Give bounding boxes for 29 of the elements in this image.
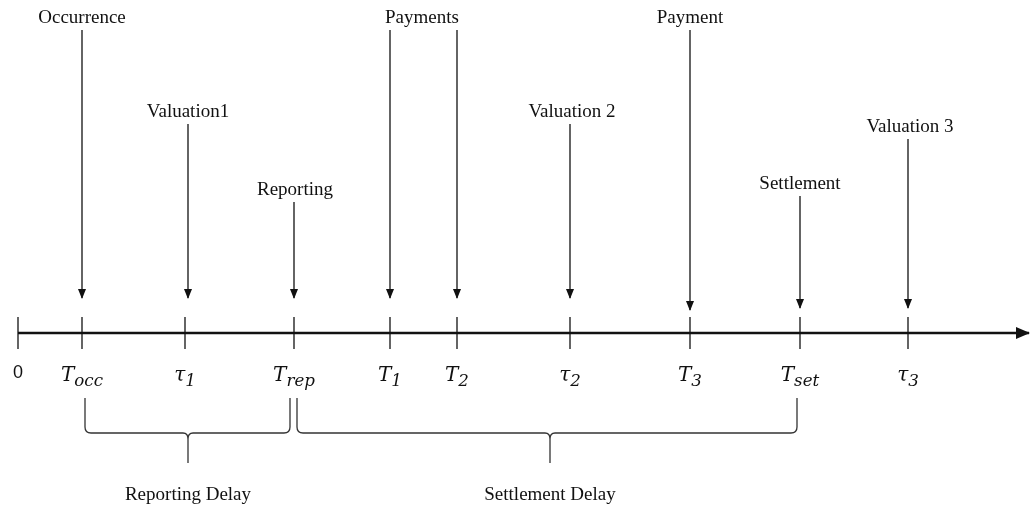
tick-label: T$_{1}$ xyxy=(378,362,402,392)
event-label: Valuation 2 xyxy=(528,100,616,122)
arrow xyxy=(290,201,298,299)
arrow xyxy=(184,123,192,299)
arrow xyxy=(386,29,394,299)
event-label: Payment xyxy=(656,6,724,28)
arrow xyxy=(566,123,574,299)
tick-label: τ$_{3}$ xyxy=(897,362,919,392)
event-label: Settlement xyxy=(759,172,841,194)
tick-label: τ$_{2}$ xyxy=(559,362,581,392)
arrow xyxy=(686,29,694,311)
event-label: Occurrence xyxy=(38,6,126,28)
tick-label: T$_{rep}$ xyxy=(273,362,315,392)
brace-label: Settlement Delay xyxy=(484,482,616,506)
tick-label: T$_{2}$ xyxy=(445,362,469,392)
brace-label: Reporting Delay xyxy=(124,482,252,506)
event-label: Valuation 3 xyxy=(866,115,954,137)
tick-label: T$_{occ}$ xyxy=(61,362,103,392)
tick-label: T$_{3}$ xyxy=(678,362,702,392)
tick-label: T$_{set}$ xyxy=(780,362,820,392)
tick-label: τ$_{1}$ xyxy=(174,362,196,392)
origin-label: 0 xyxy=(13,361,23,384)
arrow xyxy=(453,29,461,299)
event-label: Payments xyxy=(385,6,459,28)
arrow xyxy=(904,138,912,309)
arrow xyxy=(796,195,804,309)
event-label: Valuation1 xyxy=(146,100,230,122)
arrow xyxy=(78,29,86,299)
event-label: Reporting xyxy=(257,178,333,200)
